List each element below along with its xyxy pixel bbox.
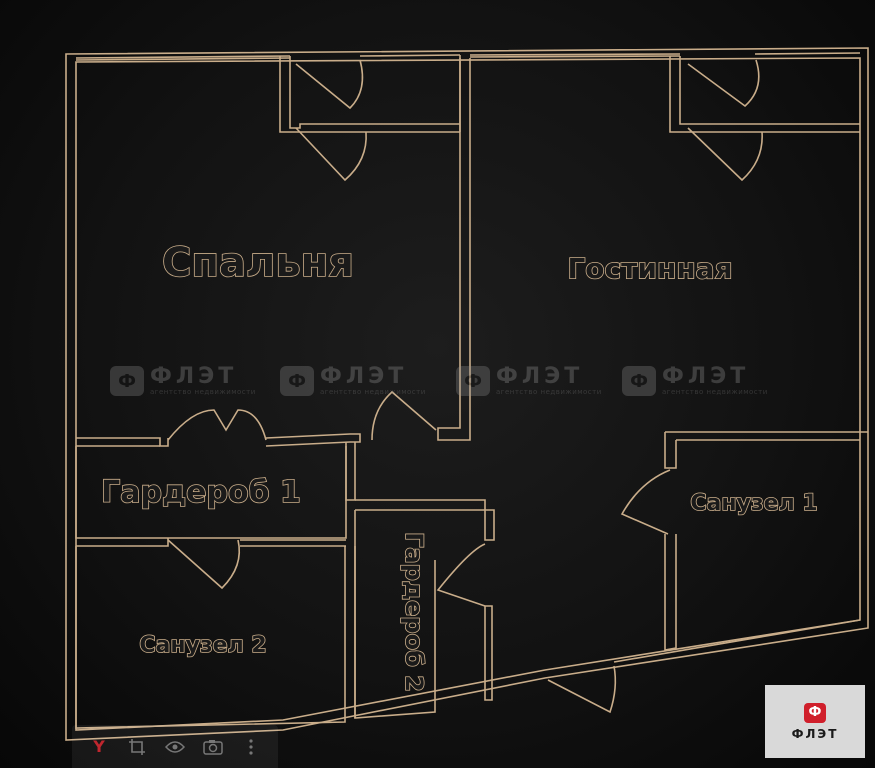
bathroom2-walls: [75, 546, 346, 729]
watermark-mark: Ф: [622, 366, 656, 396]
watermark-subtitle: агентство недвижимости: [496, 388, 602, 396]
image-toolbar: Y: [72, 725, 278, 768]
window-top-left: [75, 55, 291, 59]
watermark-name: ФЛЭТ: [150, 364, 238, 389]
bedroom-bottom-wall: [76, 437, 169, 447]
door-swing-living-balcony-1: [687, 59, 760, 108]
watermark-name: ФЛЭТ: [662, 364, 750, 389]
watermark-mark: Ф: [456, 366, 490, 396]
double-door-bedroom: [167, 409, 267, 441]
logo-mark: Ф: [804, 702, 826, 723]
watermark-mark: Ф: [110, 366, 144, 396]
label-wardrobe1: Гардероб 1: [101, 475, 301, 510]
window-top-mid: [359, 54, 461, 57]
door-swing-bedroom-balcony-2: [295, 127, 367, 182]
corridor-walls: [355, 499, 495, 541]
agency-logo: Ф ФЛЭТ: [765, 685, 865, 758]
partition-bedroom-living: [437, 58, 471, 441]
outer-wall-inner: [75, 57, 861, 731]
watermark-mark: Ф: [280, 366, 314, 396]
door-swing-bedroom-balcony-1: [295, 59, 364, 110]
watermark-name: ФЛЭТ: [320, 364, 408, 389]
more-icon[interactable]: [240, 736, 262, 758]
walls: [65, 47, 869, 741]
door-swing-living-balcony-2: [687, 127, 763, 182]
door-swing-bathroom1: [620, 469, 671, 535]
eye-icon[interactable]: [164, 736, 186, 758]
outer-wall: [65, 47, 869, 741]
door-swing-wardrobe2: [436, 543, 486, 607]
door-swing-hall-bedroom: [371, 390, 437, 441]
camera-icon[interactable]: [202, 736, 224, 758]
wardrobe2-walls: [354, 510, 436, 719]
label-bedroom: Спальня: [162, 240, 354, 286]
balcony-bedroom: [289, 56, 460, 129]
watermark-name: ФЛЭТ: [496, 364, 584, 389]
watermark-subtitle: агентство недвижимости: [662, 388, 768, 396]
yandex-icon[interactable]: Y: [93, 737, 105, 756]
label-bathroom1: Санузел 1: [690, 491, 817, 516]
watermark-subtitle: агентство недвижимости: [320, 388, 426, 396]
label-bathroom2: Санузел 2: [139, 633, 266, 658]
entrance-door: [547, 665, 617, 714]
balcony-living: [679, 56, 860, 125]
label-wardrobe2: Гардероб 2: [400, 532, 428, 692]
crop-icon[interactable]: [126, 736, 148, 758]
logo-text: ФЛЭТ: [791, 726, 839, 741]
door-swing-wardrobe1: [167, 539, 241, 590]
label-living: Гостинная: [567, 252, 732, 285]
watermark-subtitle: агентство недвижимости: [150, 388, 256, 396]
